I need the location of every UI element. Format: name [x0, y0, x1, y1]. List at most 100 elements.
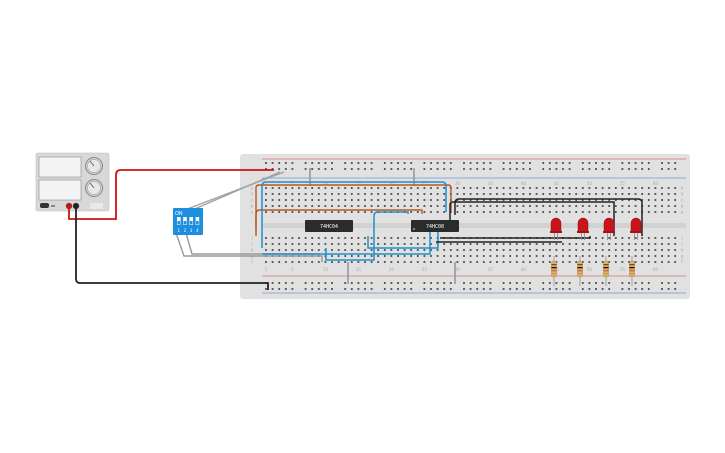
breadboard-hole[interactable]: [357, 249, 360, 251]
breadboard-hole[interactable]: [529, 199, 531, 201]
rail-hole[interactable]: [555, 168, 558, 170]
breadboard-hole[interactable]: [568, 199, 571, 201]
breadboard-hole[interactable]: [661, 205, 663, 207]
breadboard-hole[interactable]: [489, 243, 492, 245]
breadboard-hole[interactable]: [350, 255, 353, 257]
resistor-2[interactable]: [577, 256, 583, 286]
breadboard-hole[interactable]: [641, 261, 644, 263]
breadboard-hole[interactable]: [654, 255, 657, 257]
breadboard-hole[interactable]: [350, 249, 353, 251]
rail-hole[interactable]: [581, 288, 584, 290]
rail-hole[interactable]: [502, 168, 505, 170]
rail-hole[interactable]: [397, 282, 399, 284]
breadboard-hole[interactable]: [542, 193, 545, 195]
rail-hole[interactable]: [661, 282, 663, 284]
breadboard-hole[interactable]: [298, 237, 300, 239]
breadboard-hole[interactable]: [265, 261, 267, 263]
breadboard-hole[interactable]: [469, 199, 472, 201]
rail-hole[interactable]: [284, 282, 287, 284]
breadboard-hole[interactable]: [397, 199, 399, 201]
breadboard-hole[interactable]: [476, 249, 479, 251]
rail-hole[interactable]: [423, 288, 426, 290]
rail-hole[interactable]: [529, 162, 531, 164]
breadboard-hole[interactable]: [469, 243, 472, 245]
breadboard-hole[interactable]: [383, 205, 386, 207]
rail-hole[interactable]: [390, 288, 393, 290]
breadboard-hole[interactable]: [614, 187, 617, 189]
breadboard-hole[interactable]: [397, 237, 399, 239]
rail-hole[interactable]: [449, 168, 452, 170]
breadboard-hole[interactable]: [390, 237, 393, 239]
breadboard-hole[interactable]: [482, 261, 485, 263]
rail-hole[interactable]: [515, 168, 518, 170]
rail-hole[interactable]: [403, 168, 406, 170]
breadboard-hole[interactable]: [278, 243, 281, 245]
breadboard-hole[interactable]: [641, 199, 644, 201]
breadboard-hole[interactable]: [667, 243, 670, 245]
breadboard-hole[interactable]: [423, 249, 426, 251]
breadboard-hole[interactable]: [515, 243, 518, 245]
breadboard-hole[interactable]: [608, 199, 611, 201]
breadboard-hole[interactable]: [535, 249, 538, 251]
breadboard-hole[interactable]: [496, 205, 498, 207]
breadboard-hole[interactable]: [344, 205, 347, 207]
rail-hole[interactable]: [548, 282, 551, 284]
breadboard-hole[interactable]: [423, 243, 426, 245]
rail-hole[interactable]: [350, 168, 353, 170]
breadboard-hole[interactable]: [271, 187, 274, 189]
breadboard-hole[interactable]: [522, 255, 525, 257]
breadboard-hole[interactable]: [502, 261, 505, 263]
breadboard-hole[interactable]: [410, 255, 413, 257]
wire-blue-3[interactable]: [325, 211, 409, 261]
breadboard-hole[interactable]: [548, 193, 551, 195]
breadboard-hole[interactable]: [647, 187, 650, 189]
breadboard-hole[interactable]: [410, 193, 413, 195]
breadboard-hole[interactable]: [502, 211, 505, 213]
rail-hole[interactable]: [370, 282, 373, 284]
breadboard-hole[interactable]: [535, 255, 538, 257]
breadboard-hole[interactable]: [548, 261, 551, 263]
breadboard-hole[interactable]: [489, 199, 492, 201]
breadboard-hole[interactable]: [449, 261, 452, 263]
rail-hole[interactable]: [634, 288, 637, 290]
rail-hole[interactable]: [469, 168, 472, 170]
breadboard-hole[interactable]: [311, 261, 314, 263]
breadboard-hole[interactable]: [581, 261, 584, 263]
breadboard-hole[interactable]: [634, 261, 637, 263]
rail-hole[interactable]: [674, 288, 677, 290]
breadboard-hole[interactable]: [667, 199, 670, 201]
breadboard-hole[interactable]: [463, 243, 465, 245]
breadboard-hole[interactable]: [608, 243, 611, 245]
rail-hole[interactable]: [449, 162, 452, 164]
breadboard-hole[interactable]: [476, 193, 479, 195]
breadboard-hole[interactable]: [661, 187, 663, 189]
breadboard-hole[interactable]: [595, 199, 597, 201]
breadboard-hole[interactable]: [403, 249, 406, 251]
breadboard-hole[interactable]: [443, 205, 446, 207]
breadboard-hole[interactable]: [634, 249, 637, 251]
breadboard-hole[interactable]: [463, 199, 465, 201]
breadboard-hole[interactable]: [476, 187, 479, 189]
breadboard-hole[interactable]: [548, 211, 551, 213]
breadboard-hole[interactable]: [403, 199, 406, 201]
rail-hole[interactable]: [383, 282, 386, 284]
breadboard-hole[interactable]: [614, 211, 617, 213]
rail-hole[interactable]: [357, 162, 360, 164]
breadboard-hole[interactable]: [601, 249, 604, 251]
breadboard-hole[interactable]: [304, 199, 307, 201]
led-2[interactable]: [577, 217, 589, 240]
breadboard-hole[interactable]: [383, 261, 386, 263]
rail-hole[interactable]: [410, 162, 413, 164]
breadboard-hole[interactable]: [482, 255, 485, 257]
breadboard-hole[interactable]: [562, 243, 564, 245]
rail-hole[interactable]: [529, 288, 531, 290]
rail-hole[interactable]: [661, 288, 663, 290]
rail-hole[interactable]: [595, 162, 597, 164]
rail-hole[interactable]: [265, 168, 267, 170]
rail-hole[interactable]: [311, 282, 314, 284]
breadboard-hole[interactable]: [311, 243, 314, 245]
breadboard-hole[interactable]: [654, 243, 657, 245]
breadboard-hole[interactable]: [370, 255, 373, 257]
rail-hole[interactable]: [324, 168, 327, 170]
rail-hole[interactable]: [331, 168, 333, 170]
